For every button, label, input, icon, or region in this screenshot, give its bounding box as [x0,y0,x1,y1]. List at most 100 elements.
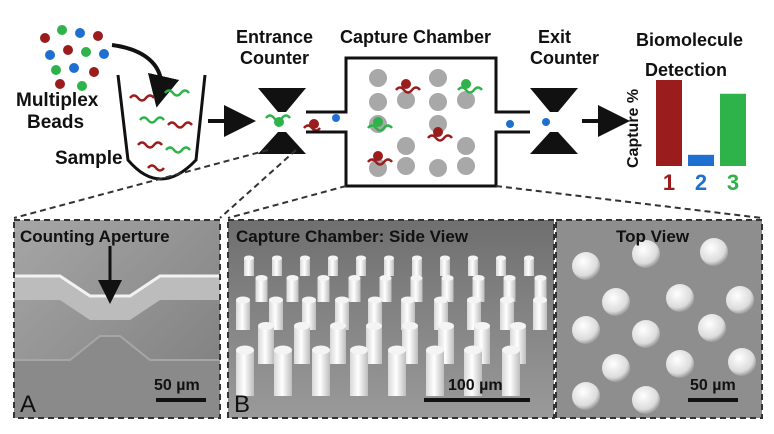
side-pillar-cap [388,345,406,355]
side-pillar [502,350,520,396]
multiplex-label: Multiplex [16,90,99,111]
side-pillar [441,278,454,302]
side-pillar [496,258,506,276]
side-pillar-cap [356,255,366,261]
side-pillar [300,258,310,276]
side-pillar-cap [302,296,316,304]
side-pillar [317,278,330,302]
side-pillar [467,300,481,330]
panel-b: Capture Chamber: Side View B 100 µm [227,219,555,419]
captured-beads [367,79,483,166]
top-pillar [666,284,694,312]
side-pillar-cap [236,345,254,355]
side-pillar-cap [294,322,310,330]
side-pillar-cap [244,255,254,261]
exit-bead [542,118,550,126]
top-pillar [572,316,600,344]
side-pillar [384,258,394,276]
beads-label: Beads [27,112,84,133]
side-pillar-cap [258,322,274,330]
capture-category-1: 1 [663,170,675,195]
side-pillar-cap [401,296,415,304]
panel-a-letter: A [20,391,36,418]
panel-b-title: Capture Chamber: Side View [236,227,469,246]
side-pillar-cap [474,322,490,330]
side-pillar [379,278,392,302]
side-pillar [534,278,547,302]
top-pillar [666,350,694,378]
side-pillar-cap [426,345,444,355]
side-pillar [294,326,310,364]
side-pillar-cap [440,255,450,261]
side-pillar [356,258,366,276]
entrance-bead [265,114,291,127]
side-pillar-cap [510,322,526,330]
side-pillar-cap [534,275,547,281]
panel-a-title: Counting Aperture [20,227,170,246]
side-pillar [244,258,254,276]
side-pillar [412,258,422,276]
panel-top-scale-label: 50 µm [690,377,736,394]
panel-a-scale-label: 50 µm [154,377,200,394]
panel-a: Counting Aperture A 50 µm [13,219,221,419]
exit-label-line1: Exit [538,27,571,47]
side-pillar [286,278,299,302]
panel-b-scale-label: 100 µm [448,377,503,394]
side-pillar-cap [348,275,361,281]
capture-bar-3 [720,93,746,166]
top-pillar [572,252,600,280]
side-pillar-cap [272,255,282,261]
side-pillar-cap [350,345,368,355]
side-pillar [500,300,514,330]
sample-label: Sample [55,148,123,169]
channel-bead-blue-2 [506,120,514,128]
exit-counter-bottom [530,132,578,154]
side-pillar-cap [366,322,382,330]
side-pillar [533,300,547,330]
capture-chamber-outline [306,56,530,188]
top-pillar [602,354,630,382]
side-pillar-cap [410,275,423,281]
side-pillar-cap [335,296,349,304]
side-pillar [236,350,254,396]
top-pillar [632,386,660,414]
side-pillar-cap [496,255,506,261]
sample-molecules [129,89,193,172]
side-pillar [366,326,382,364]
top-pillar [726,286,754,314]
side-pillar [350,350,368,396]
chart-ylabel: Capture % [625,89,642,168]
side-pillar-cap [467,296,481,304]
side-pillar [426,350,444,396]
exit-label-line2: Counter [530,48,599,68]
entrance-counter-bottom [258,132,306,154]
pour-arrow [111,43,180,108]
top-pillar [632,240,660,268]
panel-b-letter: B [234,391,250,418]
multiplex-beads-cluster [40,25,109,91]
side-pillar-cap [468,255,478,261]
side-pillar-cap [441,275,454,281]
side-pillar-cap [368,296,382,304]
exit-counter-top [530,88,578,112]
side-pillar-cap [269,296,283,304]
side-pillar-cap [500,296,514,304]
capture-bars [656,80,746,166]
panel-top-title: Top View [616,227,690,246]
top-pillar [572,382,600,410]
side-pillar [410,278,423,302]
detection-label-line2: Detection [645,60,727,80]
side-pillar-cap [330,322,346,330]
side-pillar [330,326,346,364]
top-pillar [632,320,660,348]
side-pillar-cap [317,275,330,281]
side-pillar-cap [255,275,268,281]
side-pillar [274,350,292,396]
side-pillar-cap [328,255,338,261]
side-view-pillars [236,255,547,396]
channel-bead-red-1 [303,119,321,132]
side-pillar-cap [434,296,448,304]
side-pillar [388,350,406,396]
side-pillar-cap [472,275,485,281]
